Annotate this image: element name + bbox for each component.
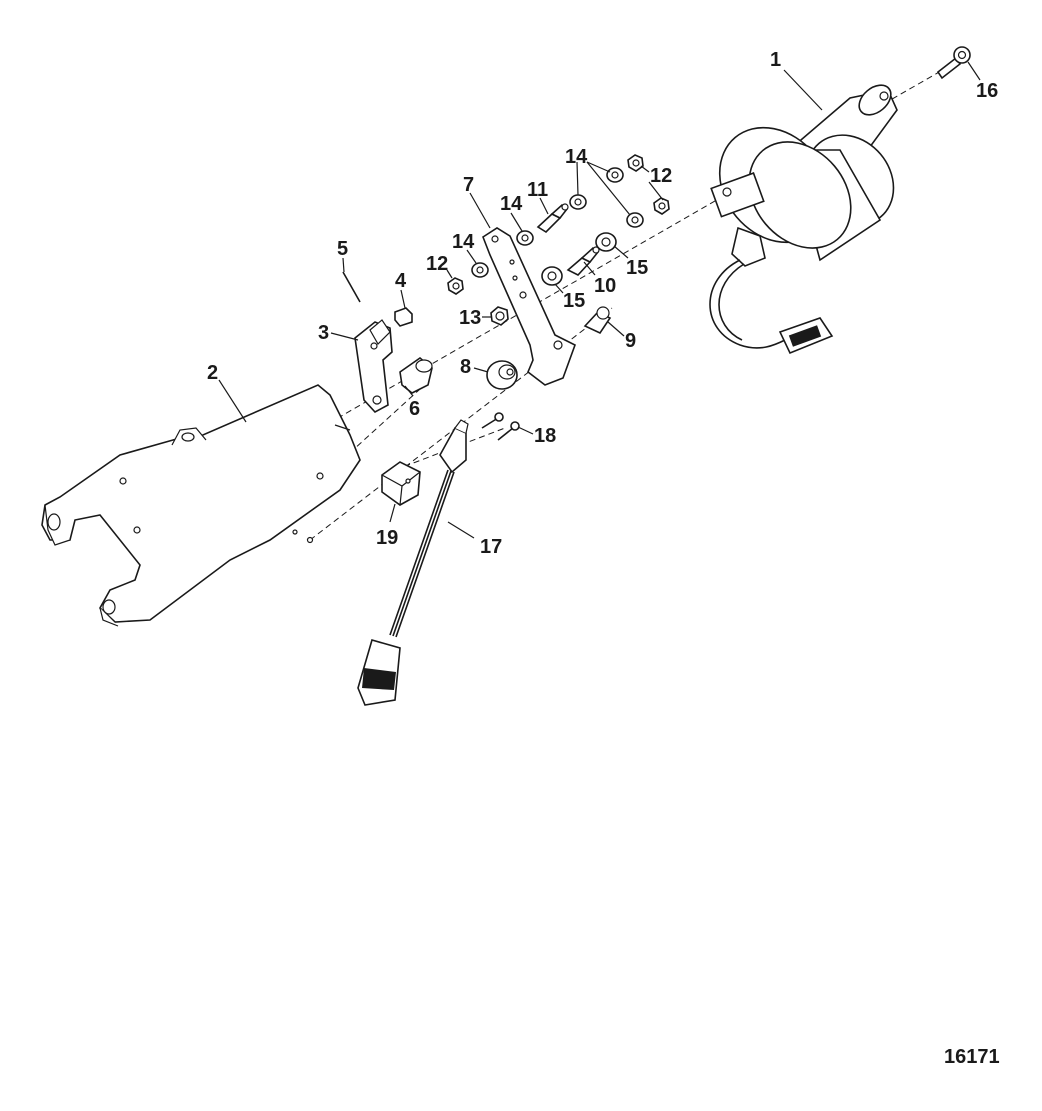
leader-12a — [446, 269, 453, 279]
leader-19 — [389, 503, 396, 523]
leader-10 — [583, 261, 596, 276]
grommet — [486, 360, 518, 390]
mounting-bracket — [41, 384, 361, 627]
leader-8 — [473, 367, 489, 373]
callout-4: 4 — [395, 270, 407, 292]
callout-10: 10 — [594, 275, 616, 297]
leader-16 — [967, 61, 981, 81]
leader-12c — [648, 181, 664, 201]
leader-7 — [469, 192, 491, 229]
leader-9 — [607, 321, 625, 337]
spacer-block — [381, 461, 421, 506]
leader-14e — [466, 249, 477, 264]
callout-12: 12 — [650, 165, 672, 187]
callout-14: 14 — [452, 231, 475, 253]
callout-2: 2 — [207, 362, 218, 384]
leader-18 — [517, 426, 534, 435]
leader-3 — [330, 332, 359, 341]
callout-8: 8 — [460, 356, 471, 378]
stud-upper — [536, 203, 569, 234]
lever-bolt — [583, 306, 612, 335]
switch-harness — [357, 419, 469, 706]
large-washers — [541, 232, 617, 286]
figure-id: 16171 — [944, 1046, 1000, 1068]
leader-1 — [783, 69, 823, 111]
leader-5 — [342, 257, 345, 273]
leader-4 — [400, 289, 406, 309]
leader-15b — [554, 283, 564, 294]
nuts — [447, 154, 670, 326]
callout-12: 12 — [426, 253, 448, 275]
leader-15a — [613, 245, 629, 259]
callout-19: 19 — [376, 527, 398, 549]
callout-labels: 1 2 3 4 5 6 7 8 9 10 11 12 12 13 14 14 1… — [207, 49, 998, 558]
callout-15: 15 — [626, 257, 648, 279]
leader-12b — [640, 165, 650, 173]
callout-15: 15 — [563, 290, 585, 312]
callout-3: 3 — [318, 322, 329, 344]
stud-lower — [566, 246, 600, 276]
actuator-bolt — [936, 46, 971, 80]
callout-13: 13 — [459, 307, 481, 329]
leader-6 — [404, 385, 414, 397]
lever-arm — [482, 227, 576, 386]
callout-5: 5 — [337, 238, 348, 260]
callout-16: 16 — [976, 80, 998, 102]
callout-14: 14 — [500, 193, 523, 215]
leader-14b — [586, 161, 631, 216]
callout-14: 14 — [565, 146, 588, 168]
leader-2 — [218, 379, 247, 423]
switch-screws — [481, 412, 520, 441]
small-lever — [354, 319, 393, 413]
cap — [394, 307, 413, 327]
leader-14a — [586, 161, 611, 173]
leader-lines — [218, 61, 981, 539]
bushing — [399, 356, 433, 394]
washers — [471, 167, 644, 278]
leader-14d — [510, 212, 523, 232]
callout-7: 7 — [463, 174, 474, 196]
callout-6: 6 — [409, 398, 420, 420]
callout-9: 9 — [625, 330, 636, 352]
pin — [342, 271, 361, 303]
callout-18: 18 — [534, 425, 556, 447]
actuator-motor — [709, 84, 898, 355]
leader-14c — [576, 161, 579, 196]
leader-17 — [447, 521, 475, 539]
callout-17: 17 — [480, 536, 502, 558]
callout-11: 11 — [527, 179, 548, 201]
leader-11 — [539, 197, 549, 215]
callout-1: 1 — [770, 49, 781, 71]
